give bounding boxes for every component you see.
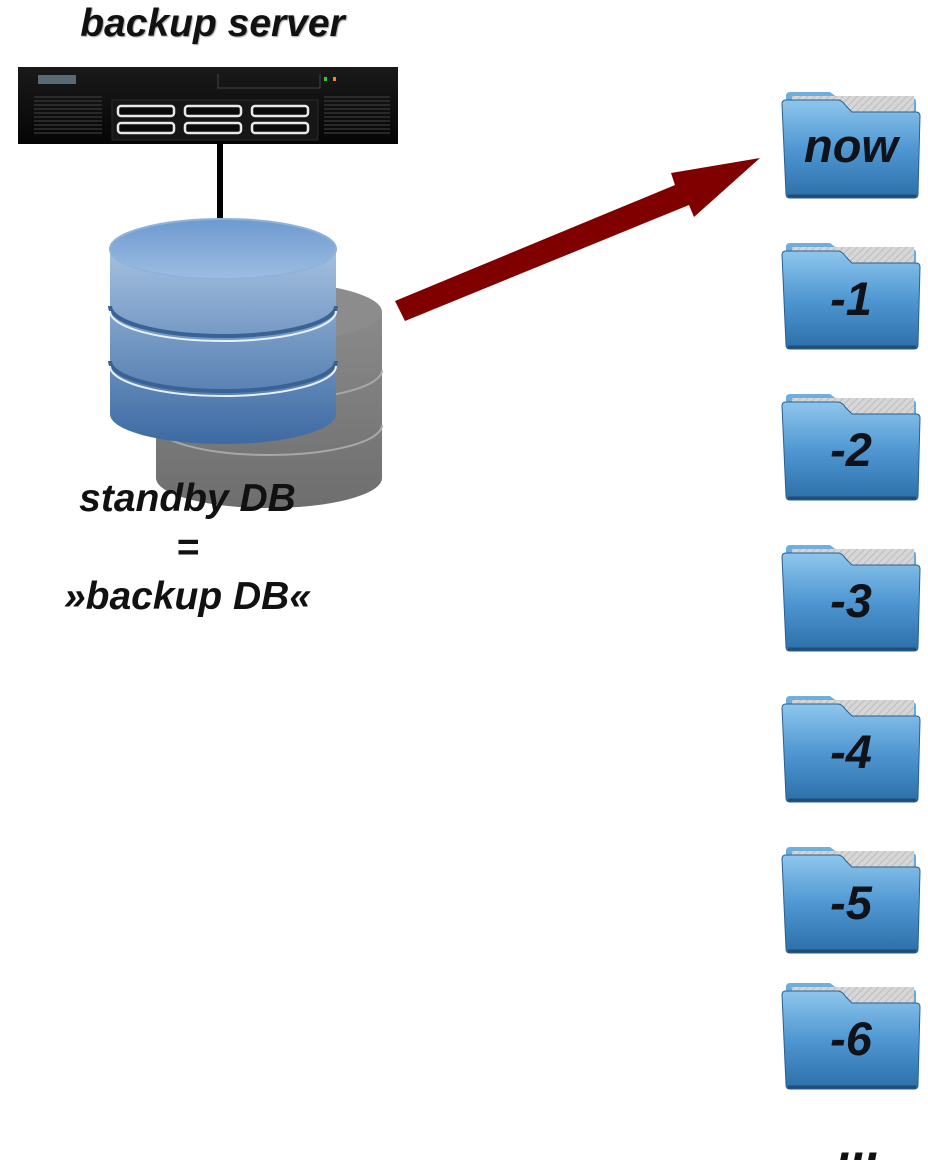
- folder-minus-5[interactable]: -5: [778, 845, 924, 959]
- standby-db-label: standby DB = »backup DB«: [30, 474, 345, 621]
- database-front: [108, 218, 338, 444]
- folder-minus-6[interactable]: -6: [778, 981, 924, 1095]
- standby-db-line: standby DB: [79, 477, 296, 520]
- connector-line: [217, 144, 223, 226]
- folder-label: -1: [830, 272, 872, 325]
- folder-label: -6: [830, 1012, 872, 1065]
- folder-minus-3[interactable]: -3: [778, 543, 924, 657]
- equals-line: =: [176, 526, 199, 569]
- folder-now[interactable]: now: [778, 90, 924, 204]
- folder-label: -2: [830, 423, 872, 476]
- folder-label: -4: [830, 725, 872, 778]
- more-ellipsis: ...: [839, 1115, 881, 1171]
- folder-label: -5: [830, 876, 872, 929]
- folder-label: -3: [830, 574, 872, 627]
- folder-label: now: [804, 119, 898, 172]
- folder-minus-2[interactable]: -2: [778, 392, 924, 506]
- folder-minus-1[interactable]: -1: [778, 241, 924, 355]
- backup-db-line: »backup DB«: [63, 575, 312, 618]
- backup-server-title: backup server: [80, 2, 345, 45]
- folder-minus-4[interactable]: -4: [778, 694, 924, 808]
